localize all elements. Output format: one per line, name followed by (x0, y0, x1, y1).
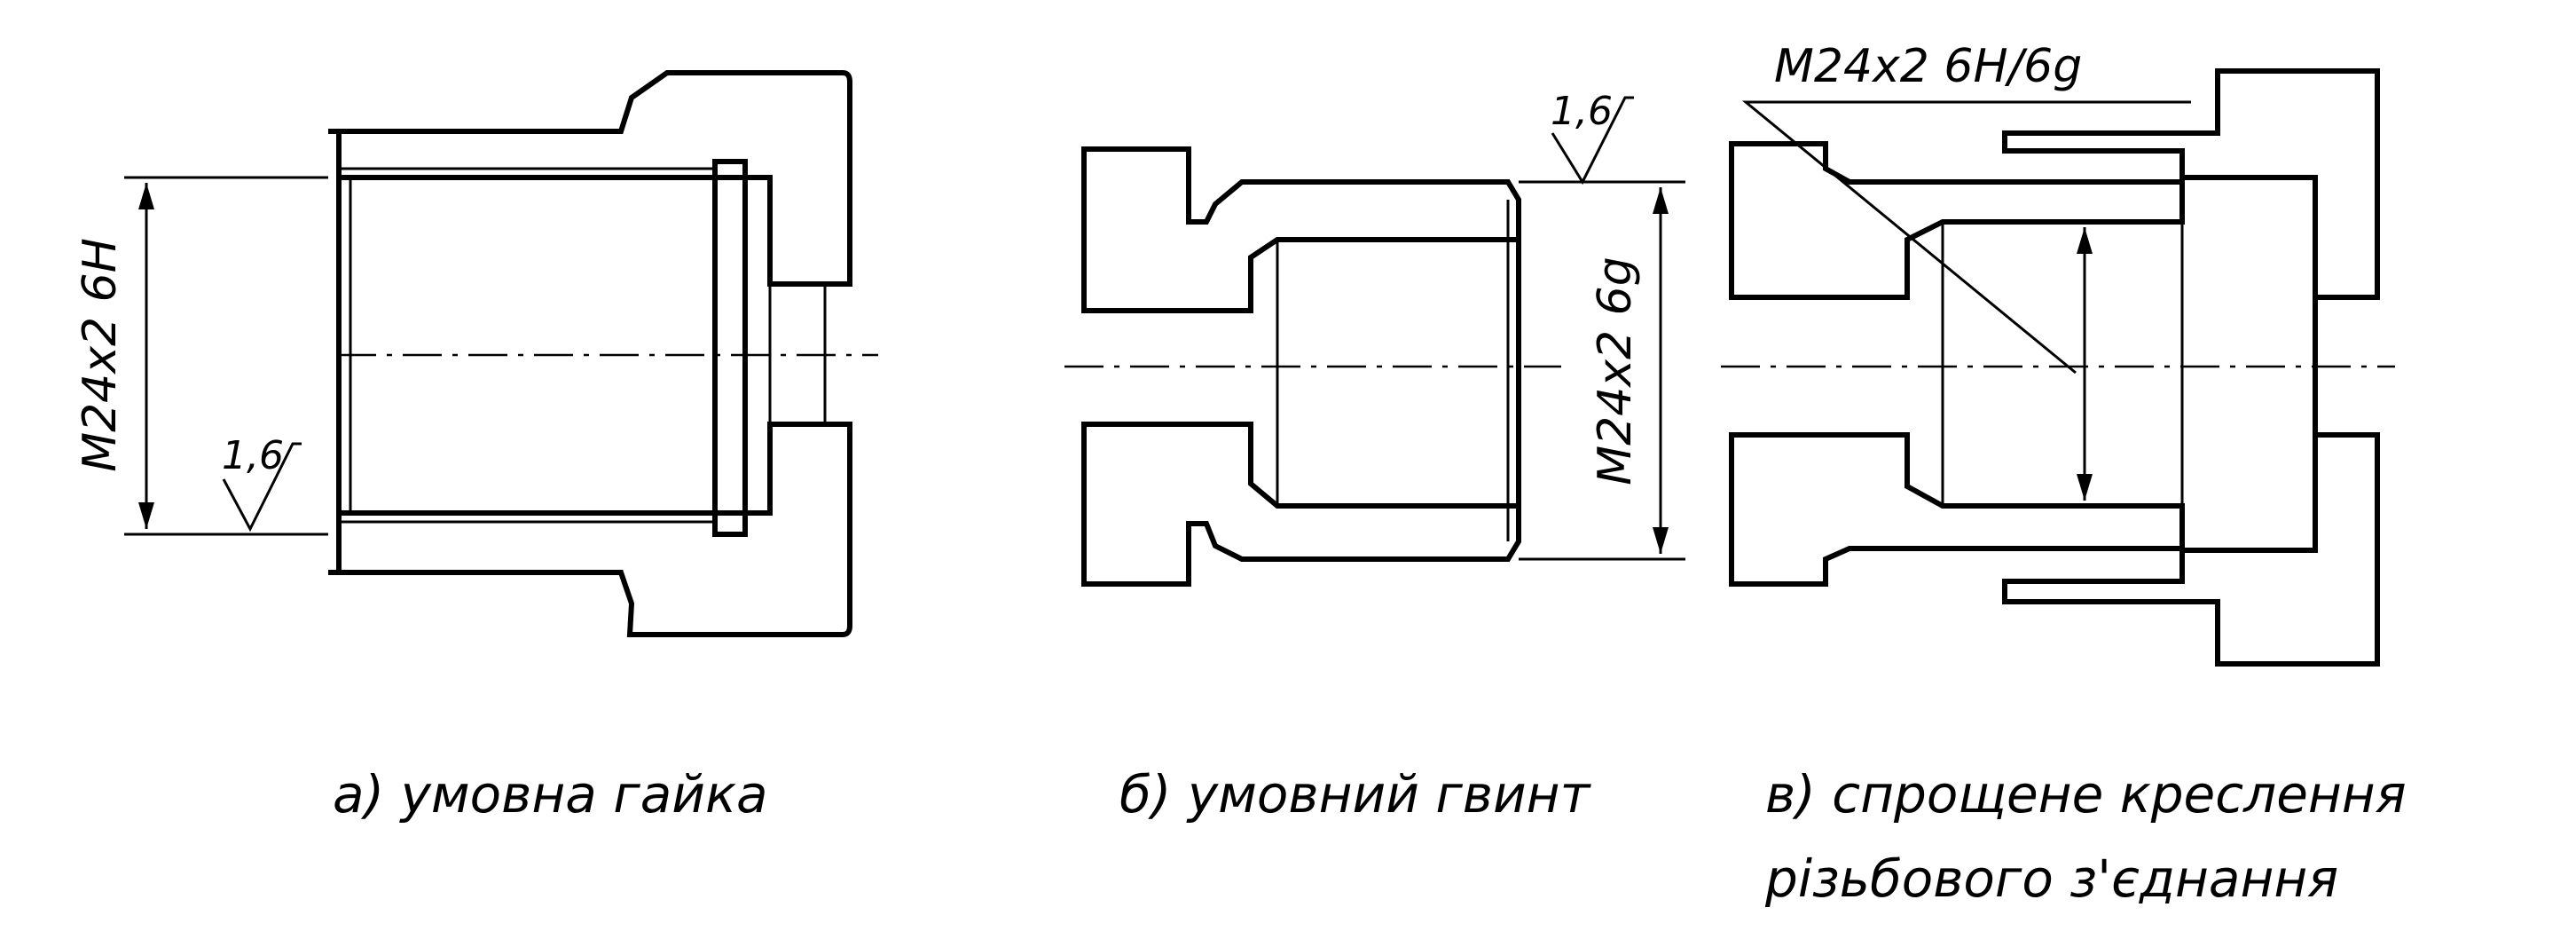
roughness-label-b: 1,6 (1551, 89, 1613, 134)
view-a-nut: M24x2 6H 1,6 (74, 70, 878, 637)
caption-b: б) умовний гвинт (1119, 764, 1592, 825)
dimension-label-c: M24x2 6H/6g (1774, 40, 2082, 93)
caption-c-line2: різьбового з'єднання (1764, 848, 2338, 909)
roughness-label-a: 1,6 (222, 433, 284, 478)
nut-section-upper (328, 70, 852, 287)
view-c-joint: M24x2 6H/6g (1721, 40, 2395, 667)
dimension-label-a: M24x2 6H (74, 238, 127, 472)
joint-screw-section-lower (1729, 432, 2185, 587)
screw-section-lower (1081, 422, 1521, 587)
screw-section-upper (1081, 146, 1521, 313)
dimension-label-b: M24x2 6g (1589, 256, 1642, 485)
roughness-symbol-b (1551, 96, 1634, 185)
caption-c-line1: в) спрощене креслення (1765, 764, 2407, 825)
nut-section-lower (328, 422, 852, 637)
view-b-screw: M24x2 6g 1,6 (1064, 89, 1685, 587)
leader-line-c (1741, 100, 2191, 375)
caption-a: а) умовна гайка (333, 764, 768, 825)
nut-undercut-groove (712, 159, 748, 537)
roughness-symbol-a (222, 442, 302, 533)
